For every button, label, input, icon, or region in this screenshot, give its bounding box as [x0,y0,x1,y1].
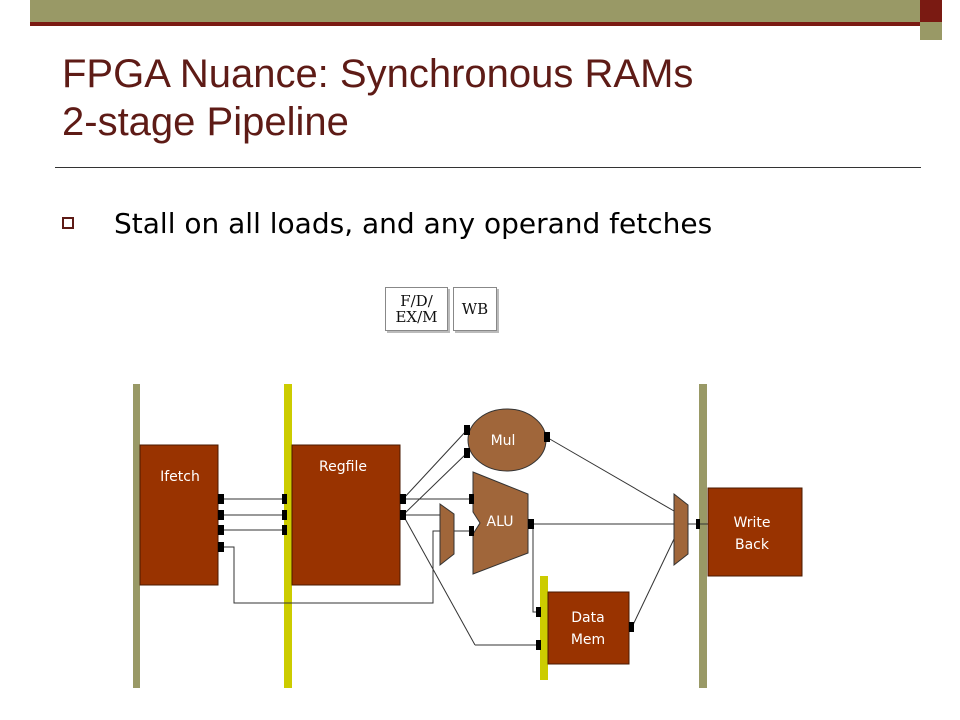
stage-bar-1 [133,384,140,688]
stage-bar-3 [699,384,707,688]
data-mem-label-line1: Data [571,610,604,626]
alu-input-mux [439,503,455,567]
stage-box-wb: WB [453,287,497,331]
ifetch-label: Ifetch [160,469,200,485]
bullet-item: Stall on all loads, and any operand fetc… [62,203,712,243]
stage-bar-datamem [540,576,548,680]
write-back-label-line2: Back [735,537,770,553]
write-back-label-line1: Write [734,515,771,531]
write-back-block [707,487,803,577]
slide-title: FPGA Nuance: Synchronous RAMs 2-stage Pi… [62,50,922,146]
stage-box-fdexm: F/D/ EX/M [385,287,448,331]
writeback-mux [673,492,689,567]
stage-label-fdexm: F/D/ EX/M [395,292,438,326]
port-markers [218,425,700,650]
mul-label: Mul [491,433,516,449]
top-decor-box-lower [920,22,942,40]
ifetch-block [139,444,219,586]
top-decor-bar [30,0,920,22]
regfile-block [291,444,401,586]
wires [222,429,710,646]
top-decor-line [30,22,920,26]
alu-label: ALU [487,514,514,530]
alu-unit [472,471,529,575]
title-line-1: FPGA Nuance: Synchronous RAMs [62,52,694,96]
regfile-label: Regfile [319,459,367,475]
bullet-square-icon [62,217,74,229]
stage-bar-2 [284,384,292,688]
stage-label-wb: WB [461,300,489,318]
data-mem-block [547,591,630,665]
data-mem-label-line2: Mem [571,632,605,648]
top-decor-box [920,0,942,22]
bullet-text: Stall on all loads, and any operand fetc… [114,206,713,240]
title-line-2: 2-stage Pipeline [62,100,349,144]
title-divider [55,167,921,168]
